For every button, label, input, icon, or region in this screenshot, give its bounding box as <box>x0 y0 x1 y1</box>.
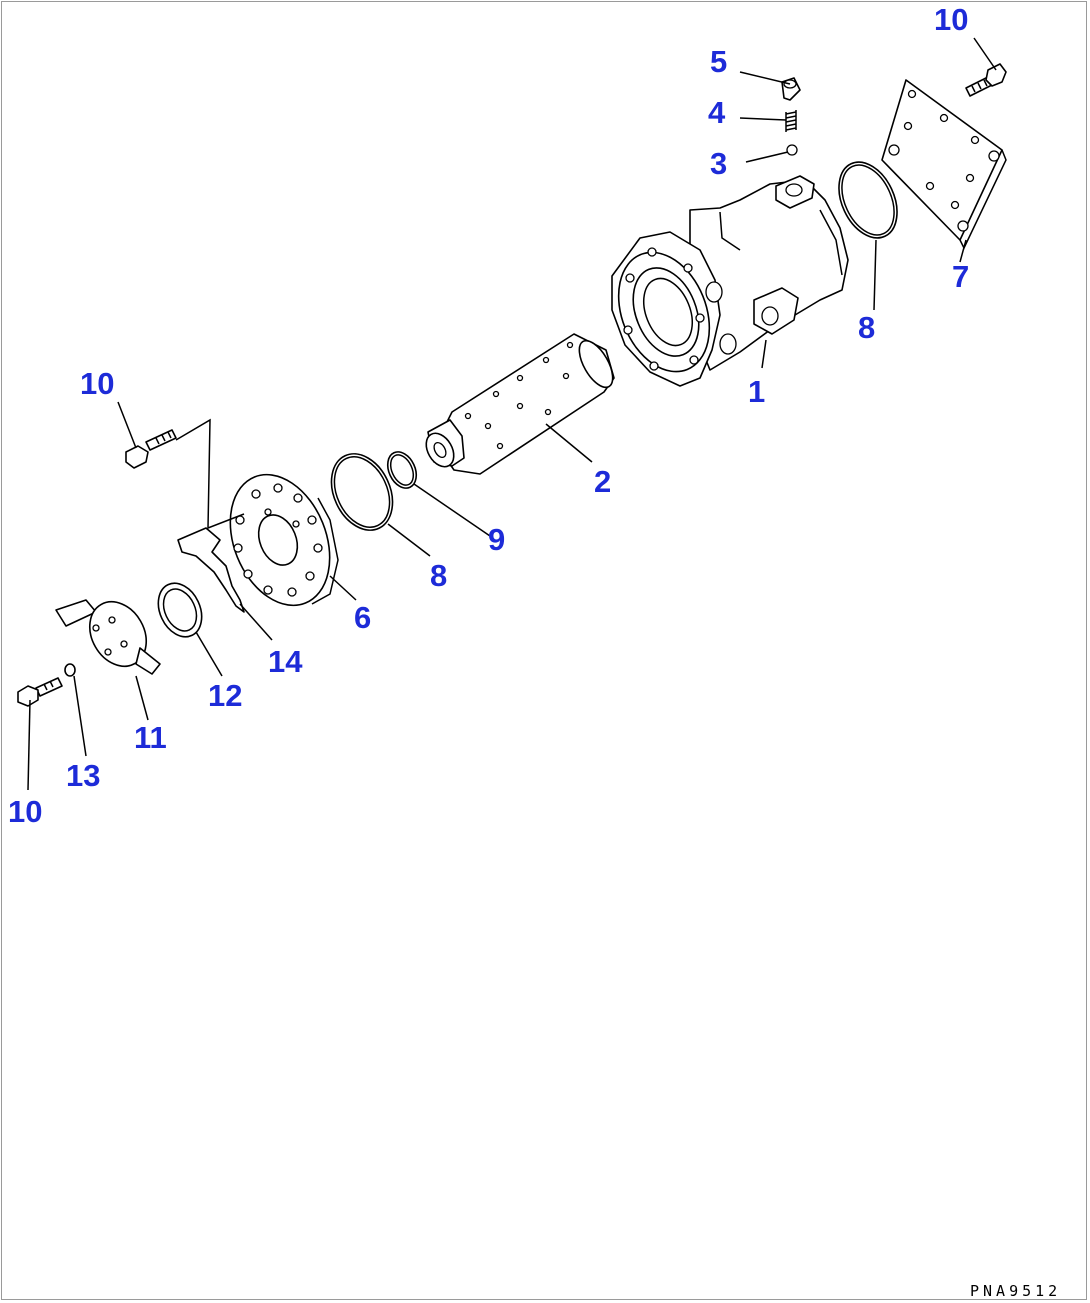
callout-6: 6 <box>354 600 371 635</box>
valve-body-part-1 <box>611 175 849 387</box>
flange-plate-part-6 <box>229 473 339 607</box>
callout-11: 11 <box>134 720 167 755</box>
callout-10-left: 10 <box>80 366 114 401</box>
callout-8-right: 8 <box>858 310 875 345</box>
spool-part-2 <box>425 333 615 475</box>
plug-part-5 <box>781 77 801 101</box>
bolt-part-10-left <box>125 429 177 469</box>
bolt-part-10-bottom <box>17 677 63 707</box>
o-ring-part-8-left-inner <box>333 456 391 528</box>
cover-part-11 <box>55 599 161 675</box>
ball-part-3 <box>786 144 798 156</box>
washer-part-13 <box>64 663 76 677</box>
o-ring-part-9 <box>386 451 418 489</box>
o-ring-part-8-right <box>838 161 898 239</box>
o-ring-part-8-left <box>330 453 394 531</box>
callout-7: 7 <box>952 259 969 294</box>
callout-5: 5 <box>710 44 727 79</box>
callout-8-left: 8 <box>430 558 447 593</box>
callout-4: 4 <box>708 95 726 130</box>
callout-10-bottom: 10 <box>8 794 42 829</box>
callout-1: 1 <box>748 374 765 409</box>
callout-12: 12 <box>208 678 242 713</box>
callout-10-top: 10 <box>934 2 968 37</box>
callout-labels: 10 5 4 3 7 8 1 2 10 9 8 6 14 12 11 13 10 <box>8 2 969 829</box>
callout-14: 14 <box>268 644 303 679</box>
o-ring-part-9-inner <box>389 454 415 486</box>
seal-part-12-inner <box>162 588 198 632</box>
callout-9: 9 <box>488 522 505 557</box>
callout-13: 13 <box>66 758 100 793</box>
bolt-part-10-top <box>965 63 1007 97</box>
spring-part-4 <box>785 110 797 132</box>
cover-plate-part-7 <box>881 79 1007 250</box>
callout-2: 2 <box>594 464 611 499</box>
figure-code: PNA9512 <box>970 1282 1061 1300</box>
seal-part-12 <box>157 582 203 638</box>
o-ring-part-8-right-inner <box>841 164 895 236</box>
leader-lines <box>27 37 997 791</box>
callout-3: 3 <box>710 146 727 181</box>
